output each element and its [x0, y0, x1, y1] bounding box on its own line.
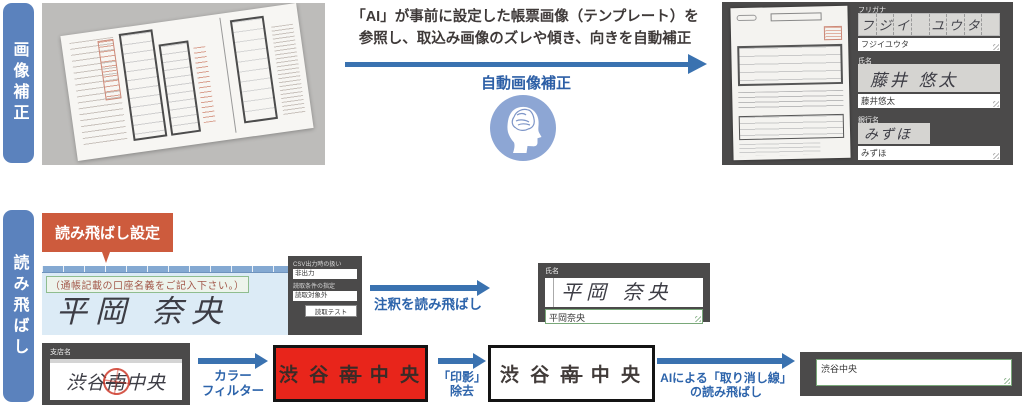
- label-line: 除去: [449, 384, 474, 399]
- skewed-form-page: [60, 3, 314, 161]
- field-label-name: 氏名: [545, 268, 559, 275]
- arrow-head: [688, 54, 707, 74]
- arrow-shaft: [438, 358, 473, 364]
- bank-handwriting: みずほ: [858, 123, 930, 144]
- skip-result-panel: 氏名 平岡 奈央 平岡奈央: [538, 263, 710, 324]
- arrow-head: [473, 353, 486, 369]
- section-label-skip-reading: 読み飛ばし: [3, 210, 34, 402]
- form-ruler-bar: [42, 266, 290, 273]
- ai-strikethrough-arrow: [657, 353, 795, 369]
- form-decor: [738, 89, 844, 111]
- branch-result-field[interactable]: 渋谷中央: [816, 359, 1012, 386]
- correction-description: 「AI」が事前に設定した帳票画像（テンプレート）を 参照し、取込み画像のズレや傾…: [333, 6, 717, 51]
- recognition-fields: フリガナ フ ジ イ ユ ウ タ フジイユウタ 氏名 藤井 悠太 藤井悠太 銀行…: [858, 2, 1007, 165]
- corrected-result-panel: フリガナ フ ジ イ ユ ウ タ フジイユウタ 氏名 藤井 悠太 藤井悠太 銀行…: [722, 2, 1013, 165]
- form-decor: [737, 43, 844, 87]
- form-decor: [736, 14, 757, 22]
- form-decor: [229, 15, 278, 124]
- ai-strikethrough-arrow-label: AIによる「取り消し線」 の読み飛ばし: [634, 371, 818, 400]
- kana-value-field[interactable]: フジイユウタ: [858, 38, 1000, 51]
- red-filtered-image: 渋 谷 南 中 央: [273, 345, 428, 402]
- kana-cell: タ: [965, 14, 983, 35]
- branch-hw-suffix: 中央: [126, 372, 167, 394]
- correction-description-line2: 参照し、取込み画像のズレや傾き、向きを自動補正: [358, 31, 692, 48]
- redbox-prefix: 渋 谷: [278, 365, 332, 386]
- output-mode-field[interactable]: 非出力: [293, 269, 357, 279]
- arrow-shaft: [370, 285, 477, 291]
- kana-cell: [982, 14, 999, 35]
- skip-annotation-arrow: [370, 280, 490, 296]
- brain-head-icon: [490, 95, 556, 161]
- hiraoka-handwriting: 平岡 奈央: [56, 294, 230, 330]
- field-label-branch: 支店名: [50, 349, 71, 356]
- label-line: フィルター: [201, 384, 265, 398]
- arrow-shaft: [345, 61, 688, 67]
- whitebox-prefix: 渋 谷: [499, 365, 553, 386]
- form-annotation: （通帳記載の口座名義をご記入下さい。）: [46, 276, 249, 293]
- arrow-head: [782, 353, 795, 369]
- form-decor: [738, 113, 845, 141]
- field-label-name: 氏名: [858, 58, 872, 65]
- kana-cell: ウ: [947, 14, 965, 35]
- kana-cell: ユ: [930, 14, 948, 35]
- form-decor: [739, 142, 821, 157]
- form-decor: [770, 12, 822, 22]
- seal-removed-image: 渋 谷 南 中 央: [488, 345, 655, 402]
- whitebox-suffix: 中 央: [590, 365, 644, 386]
- auto-correction-label: 自動画像補正: [480, 75, 571, 92]
- correction-arrow: [345, 54, 707, 74]
- whitebox-struck-char: 南: [560, 365, 583, 386]
- condition-field[interactable]: 読取対象外: [293, 291, 357, 301]
- label-line: カラー: [214, 369, 252, 383]
- seal-removal-arrow: [438, 353, 486, 369]
- kana-cell: ジ: [877, 14, 895, 35]
- form-decor: [271, 23, 306, 116]
- field-label-kana: フリガナ: [858, 7, 886, 14]
- field-label-bank: 銀行名: [858, 117, 879, 124]
- color-filter-arrow-label: カラー フィルター: [180, 369, 286, 399]
- kana-handwriting-cells: フ ジ イ ユ ウ タ: [858, 13, 1000, 36]
- skip-settings-panel: CSV出力時の扱い 非出力 読取条件の指定 読取対象外 読取テスト: [288, 256, 362, 335]
- form-decor: [823, 25, 843, 41]
- name-result-field[interactable]: 平岡奈央: [545, 309, 703, 324]
- skip-annotation-arrow-label: 注釈を読み飛ばし: [374, 297, 482, 312]
- label-line: 「印影」: [437, 370, 486, 384]
- settings-title: CSV出力時の扱い: [293, 262, 342, 268]
- correction-description-line1: 「AI」が事前に設定した帳票画像（テンプレート）を: [351, 9, 699, 25]
- skip-setting-callout: 読み飛ばし設定: [42, 213, 173, 263]
- kana-cell: イ: [894, 14, 912, 35]
- name-handwriting: 藤井 悠太: [858, 64, 1000, 92]
- hiraoka-handwriting-crop: 平岡 奈央: [545, 278, 703, 307]
- redbox-struck-char: 南: [339, 365, 362, 386]
- final-result-panel: 渋谷中央: [800, 352, 1022, 396]
- section-label-image-correction: 画像補正: [3, 3, 34, 163]
- seal-removal-arrow-label: 「印影」 除去: [420, 370, 504, 399]
- read-test-button[interactable]: 読取テスト: [305, 305, 357, 317]
- arrow-head: [255, 353, 268, 369]
- branch-hw-prefix: 渋谷: [65, 372, 106, 394]
- kana-cell: フ: [859, 14, 877, 35]
- redbox-suffix: 中 央: [369, 365, 423, 386]
- color-filter-arrow: [198, 353, 268, 369]
- kana-cell: [912, 14, 930, 35]
- label-line: AIによる「取り消し線」: [660, 371, 792, 385]
- annotated-form-sample: （通帳記載の口座名義をご記入下さい。） 平岡 奈央: [42, 266, 290, 335]
- condition-label: 読取条件の指定: [293, 284, 336, 290]
- arrow-shaft: [198, 358, 255, 364]
- arrow-head: [477, 280, 490, 296]
- label-line: の読み飛ばし: [689, 385, 762, 400]
- skewed-form-photo: [42, 3, 325, 165]
- arrow-shaft: [657, 358, 782, 364]
- bank-value-field[interactable]: みずほ: [858, 146, 1000, 160]
- name-value-field[interactable]: 藤井悠太: [858, 94, 1000, 108]
- corrected-form-thumbnail: [730, 5, 851, 161]
